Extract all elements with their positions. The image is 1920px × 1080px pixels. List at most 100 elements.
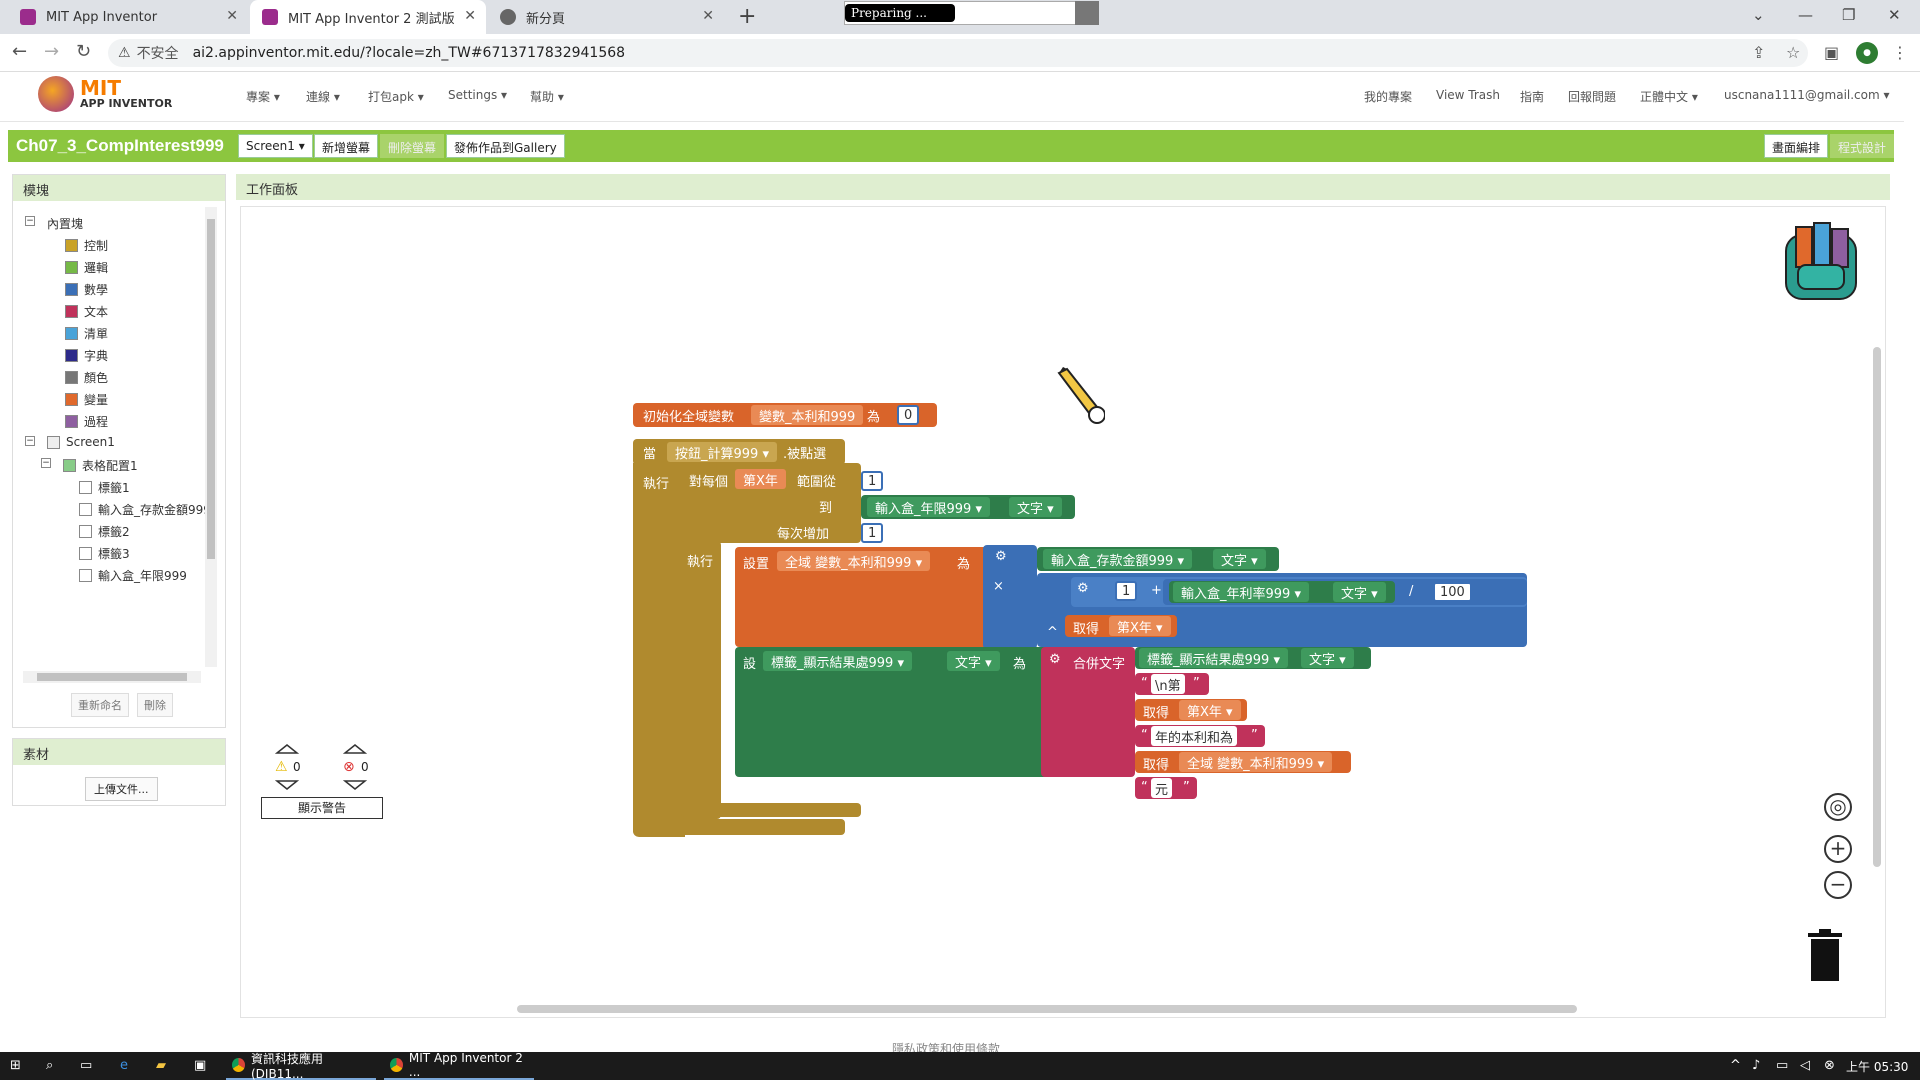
tree-category-text[interactable]: 文本: [65, 303, 108, 320]
reload-icon[interactable]: ↻: [76, 41, 92, 62]
mutator-gear-icon[interactable]: ⚙: [995, 549, 1007, 564]
blocks-workspace[interactable]: 初始化全域變數 變數_本利和999 為 0 當 按鈕_計算999 ▾ .被點選 …: [240, 206, 1886, 1018]
divide-block[interactable]: 輸入盒_年利率999 ▾ 文字 ▾ / 100: [1163, 579, 1527, 605]
network-icon[interactable]: ▭: [1776, 1058, 1789, 1073]
blocks-editor-button[interactable]: 程式設計: [1830, 134, 1894, 158]
menu-my-projects[interactable]: 我的專案: [1364, 90, 1413, 104]
multiply-block[interactable]: ⚙ ×: [983, 545, 1037, 649]
volume-icon[interactable]: ◁: [1800, 1058, 1810, 1073]
tree-screen1[interactable]: Screen1: [47, 435, 115, 449]
rename-button[interactable]: 重新命名: [71, 693, 129, 717]
restore-button[interactable]: ❐: [1842, 6, 1856, 24]
recenter-icon[interactable]: ◎: [1824, 793, 1852, 821]
tree-builtin[interactable]: 內置塊: [47, 217, 84, 231]
zoom-out-icon[interactable]: −: [1824, 871, 1852, 899]
publish-gallery-button[interactable]: 發佈作品到Gallery: [446, 134, 565, 158]
init-global-block[interactable]: 初始化全域變數 變數_本利和999 為 0: [633, 403, 937, 427]
menu-project[interactable]: 專案 ▾: [246, 90, 280, 104]
edge-icon[interactable]: e: [120, 1058, 128, 1073]
warning-prev-icon[interactable]: [275, 743, 299, 755]
deposit-textbox-getter[interactable]: 輸入盒_存款金額999 ▾ 文字 ▾: [1037, 547, 1279, 571]
mutator-gear-icon[interactable]: ⚙: [1049, 652, 1061, 667]
remove-screen-button[interactable]: 刪除螢幕: [380, 134, 445, 158]
join-block[interactable]: ⚙ 合併文字: [1041, 647, 1135, 777]
app-inventor-logo[interactable]: MIT APP INVENTOR: [38, 76, 172, 112]
tray-chevron-icon[interactable]: ^: [1730, 1058, 1741, 1073]
when-click-block[interactable]: 當 按鈕_計算999 ▾ .被點選: [633, 439, 845, 465]
profile-avatar[interactable]: ●: [1856, 42, 1878, 64]
tree-category-variables[interactable]: 變量: [65, 391, 108, 408]
collapse-screen-icon[interactable]: −: [25, 436, 35, 446]
tree-category-procedures[interactable]: 過程: [65, 413, 108, 430]
menu-build[interactable]: 打包apk ▾: [368, 90, 424, 104]
search-icon[interactable]: ⌕: [46, 1058, 54, 1073]
tree-category-logic[interactable]: 邏輯: [65, 259, 108, 276]
back-icon[interactable]: ←: [12, 41, 28, 62]
minimize-button[interactable]: —: [1798, 6, 1813, 24]
range-step-value[interactable]: 1: [861, 523, 884, 543]
text-yuan-block[interactable]: “ 元 ”: [1135, 777, 1197, 799]
init-var-name[interactable]: 變數_本利和999: [751, 405, 864, 425]
workspace-horizontal-scrollbar[interactable]: [517, 1005, 1577, 1013]
task-view-icon[interactable]: ▭: [80, 1058, 93, 1073]
show-warnings-button[interactable]: 顯示警告: [261, 797, 383, 819]
side-panel-icon[interactable]: ▣: [1824, 43, 1840, 62]
close-icon[interactable]: ✕: [464, 8, 476, 24]
clock[interactable]: 上午 05:30: [1846, 1060, 1909, 1074]
new-tab-button[interactable]: +: [738, 4, 757, 29]
text-newline-block[interactable]: “ \n第 ”: [1135, 673, 1209, 695]
rate-textbox-getter[interactable]: 輸入盒_年利率999 ▾ 文字 ▾: [1169, 581, 1395, 603]
workspace-vertical-scrollbar[interactable]: [1873, 347, 1881, 867]
warning-next-icon[interactable]: [275, 779, 299, 791]
get-year-block-2[interactable]: 取得 第X年 ▾: [1135, 699, 1247, 721]
set-label-text-block[interactable]: 設 標籤_顯示結果處999 ▾ 文字 ▾ 為: [735, 647, 1055, 777]
init-value[interactable]: 0: [897, 405, 920, 425]
tree-component-label2[interactable]: 標籤2: [79, 523, 130, 540]
browser-tab-2[interactable]: MIT App Inventor 2 測試版 ✕: [250, 0, 486, 34]
tree-component-deposit[interactable]: 輸入盒_存款金額999: [79, 501, 211, 518]
collapse-arrangement-icon[interactable]: −: [41, 458, 51, 468]
trash-icon[interactable]: [1806, 929, 1844, 983]
get-year-block[interactable]: 取得 第X年 ▾: [1065, 615, 1177, 637]
menu-view-trash[interactable]: View Trash: [1436, 88, 1501, 102]
backpack-icon[interactable]: [1776, 221, 1866, 305]
more-menu-icon[interactable]: ⋮: [1892, 43, 1908, 62]
zoom-in-icon[interactable]: +: [1824, 835, 1852, 863]
result-label-getter[interactable]: 標籤_顯示結果處999 ▾ 文字 ▾: [1135, 647, 1371, 669]
error-next-icon[interactable]: [343, 779, 367, 791]
browser-tab-1[interactable]: MIT App Inventor ✕: [8, 0, 248, 34]
forward-icon[interactable]: →: [44, 41, 60, 62]
browser-tab-3[interactable]: 新分頁 ✕: [488, 0, 724, 34]
menu-guide[interactable]: 指南: [1520, 90, 1545, 104]
close-icon[interactable]: ✕: [702, 8, 714, 24]
file-explorer-icon[interactable]: ▰: [156, 1058, 166, 1073]
error-prev-icon[interactable]: [343, 743, 367, 755]
text-year-sum-block[interactable]: “ 年的本利和為 ”: [1135, 725, 1265, 747]
plus-one-value[interactable]: 1: [1115, 581, 1138, 601]
loop-var[interactable]: 第X年: [735, 469, 786, 489]
store-icon[interactable]: ▣: [194, 1058, 207, 1073]
menu-language[interactable]: 正體中文 ▾: [1640, 90, 1698, 104]
divide-hundred-value[interactable]: 100: [1433, 582, 1472, 602]
get-global-sum-block[interactable]: 取得 全域 變數_本利和999 ▾: [1135, 751, 1351, 773]
menu-help[interactable]: 幫助 ▾: [530, 90, 564, 104]
add-screen-button[interactable]: 新增螢幕: [314, 134, 379, 158]
years-textbox-getter[interactable]: 輸入盒_年限999 ▾ 文字 ▾: [861, 495, 1075, 519]
star-icon[interactable]: ☆: [1786, 43, 1801, 62]
collapse-builtin-icon[interactable]: −: [25, 216, 35, 226]
tree-category-control[interactable]: 控制: [65, 237, 108, 254]
screen-select[interactable]: Screen1 ▾: [238, 134, 313, 158]
designer-button[interactable]: 畫面編排: [1764, 134, 1829, 158]
menu-account[interactable]: uscnana1111@gmail.com ▾: [1724, 88, 1890, 102]
microphone-icon[interactable]: ♪: [1752, 1058, 1761, 1073]
range-from-value[interactable]: 1: [861, 471, 884, 491]
tab-search-icon[interactable]: ⌄: [1752, 6, 1765, 24]
url-field[interactable]: ⚠ 不安全 ai2.appinventor.mit.edu/?locale=zh…: [108, 39, 1808, 67]
tree-component-label3[interactable]: 標籤3: [79, 545, 130, 562]
tree-component-label1[interactable]: 標籤1: [79, 479, 130, 496]
close-icon[interactable]: ✕: [226, 8, 238, 24]
close-window-button[interactable]: ✕: [1888, 6, 1901, 24]
tree-component-years[interactable]: 輸入盒_年限999: [79, 567, 187, 584]
ime-icon[interactable]: ⊗: [1824, 1058, 1835, 1073]
upload-file-button[interactable]: 上傳文件...: [85, 777, 158, 801]
